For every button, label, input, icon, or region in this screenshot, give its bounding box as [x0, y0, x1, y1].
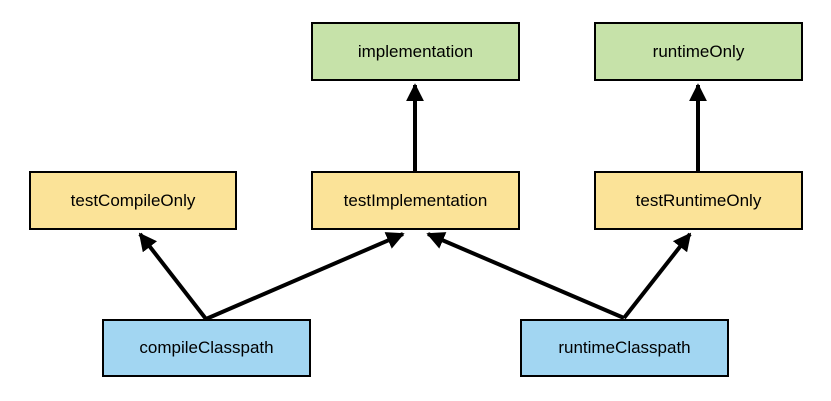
arrow-runtimeClasspath-to-testRuntimeOnly — [622, 232, 692, 320]
node-testImplementation: testImplementation — [311, 171, 520, 230]
node-runtimeOnly: runtimeOnly — [594, 22, 803, 81]
node-implementation: implementation — [311, 22, 520, 81]
node-testRuntimeOnly: testRuntimeOnly — [594, 171, 803, 230]
arrow-compileClasspath-to-testCompileOnly — [138, 232, 208, 321]
node-testCompileOnly: testCompileOnly — [29, 171, 237, 230]
arrow-runtimeClasspath-to-testImplementation — [426, 232, 625, 320]
node-runtimeClasspath: runtimeClasspath — [520, 319, 729, 377]
arrow-compileClasspath-to-testImplementation — [205, 232, 405, 321]
node-compileClasspath: compileClasspath — [102, 319, 311, 377]
